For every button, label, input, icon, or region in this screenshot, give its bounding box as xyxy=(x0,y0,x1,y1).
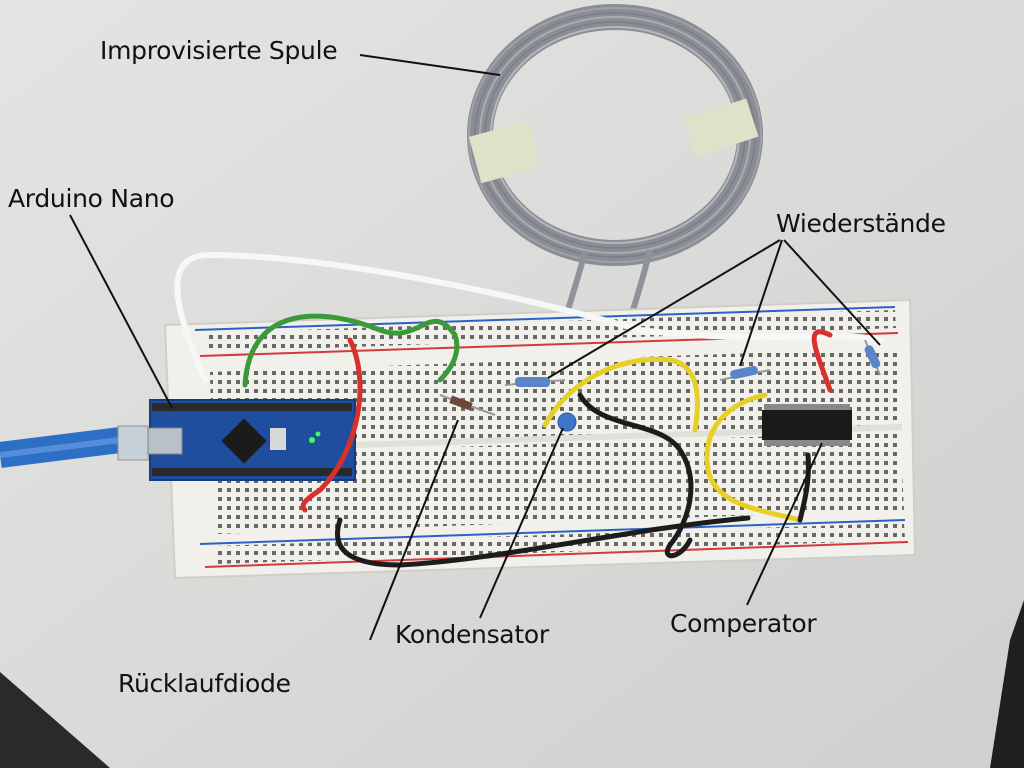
label-improvised-coil: Improvisierte Spule xyxy=(100,36,338,65)
label-arduino-nano: Arduino Nano xyxy=(8,184,175,213)
arduino-nano xyxy=(147,399,356,481)
table-edge-shadow xyxy=(0,672,110,768)
resistor-2 xyxy=(719,365,771,381)
annotation-lines xyxy=(69,54,881,641)
label-comparator: Comperator xyxy=(670,609,817,638)
capacitor xyxy=(557,412,577,432)
wires xyxy=(174,251,883,568)
comparator-chip xyxy=(762,404,852,446)
resistor-1 xyxy=(504,377,566,387)
label-flyback-diode: Rücklaufdiode xyxy=(118,669,291,698)
table-edge-right xyxy=(990,600,1024,768)
usb-cable xyxy=(0,425,149,468)
resistor-3 xyxy=(864,339,881,376)
label-capacitor: Kondensator xyxy=(395,620,549,649)
tape-left xyxy=(468,120,542,184)
label-resistors: Wiederstände xyxy=(776,209,946,238)
diode xyxy=(439,394,496,416)
tape-right xyxy=(683,98,759,157)
